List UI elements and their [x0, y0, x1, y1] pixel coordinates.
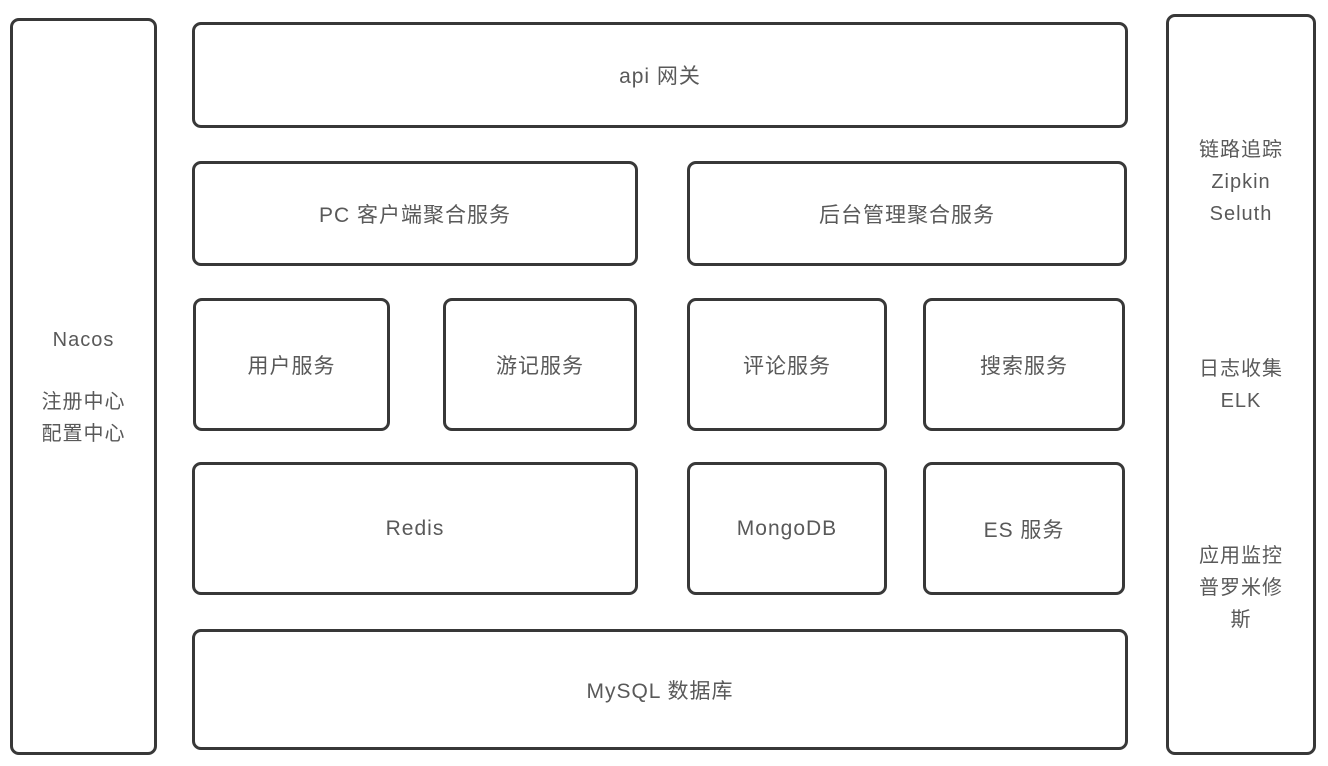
- nacos-panel: Nacos 注册中心 配置中心: [10, 18, 157, 755]
- mongodb-box: MongoDB: [687, 462, 887, 595]
- tracing-line-2: Zipkin: [1211, 170, 1271, 193]
- monitoring-section: 应用监控 普罗米修 斯: [1199, 540, 1283, 636]
- redis-box: Redis: [192, 462, 638, 595]
- search-service-label: 搜索服务: [980, 354, 1068, 378]
- user-service-box: 用户服务: [193, 298, 390, 431]
- nacos-panel-title: Nacos: [52, 328, 115, 351]
- search-service-box: 搜索服务: [923, 298, 1125, 431]
- pc-client-aggregation-box: PC 客户端聚合服务: [192, 161, 638, 266]
- nacos-panel-line-config: 配置中心: [41, 422, 126, 445]
- user-service-label: 用户服务: [247, 354, 336, 378]
- monitoring-line-2: 普罗米修: [1199, 576, 1283, 599]
- mysql-database-label: MySQL 数据库: [586, 679, 734, 703]
- logging-section: 日志收集 ELK: [1199, 353, 1283, 417]
- admin-aggregation-label: 后台管理聚合服务: [819, 203, 995, 227]
- tracing-line-1: 链路追踪: [1199, 138, 1283, 161]
- api-gateway-box: api 网关: [192, 22, 1128, 128]
- logging-line-1: 日志收集: [1199, 357, 1283, 380]
- tracing-section: 链路追踪 Zipkin Seluth: [1199, 134, 1283, 230]
- tracing-line-3: Seluth: [1209, 202, 1273, 225]
- admin-aggregation-box: 后台管理聚合服务: [687, 161, 1127, 266]
- monitoring-line-1: 应用监控: [1199, 544, 1283, 567]
- api-gateway-label: api 网关: [619, 65, 701, 88]
- comment-service-label: 评论服务: [743, 354, 831, 378]
- nacos-panel-line-registry: 注册中心: [41, 390, 126, 413]
- monitoring-line-3: 斯: [1230, 608, 1252, 631]
- logging-line-2: ELK: [1220, 389, 1262, 412]
- pc-client-aggregation-label: PC 客户端聚合服务: [318, 203, 511, 227]
- es-service-label: ES 服务: [983, 518, 1065, 542]
- es-service-box: ES 服务: [923, 462, 1125, 595]
- mysql-database-box: MySQL 数据库: [192, 629, 1128, 750]
- comment-service-box: 评论服务: [687, 298, 887, 431]
- redis-label: Redis: [385, 516, 445, 540]
- observability-panel: 链路追踪 Zipkin Seluth 日志收集 ELK 应用监控 普罗米修 斯: [1166, 14, 1316, 755]
- travel-notes-service-label: 游记服务: [496, 354, 584, 378]
- travel-notes-service-box: 游记服务: [443, 298, 637, 431]
- mongodb-label: MongoDB: [736, 516, 838, 540]
